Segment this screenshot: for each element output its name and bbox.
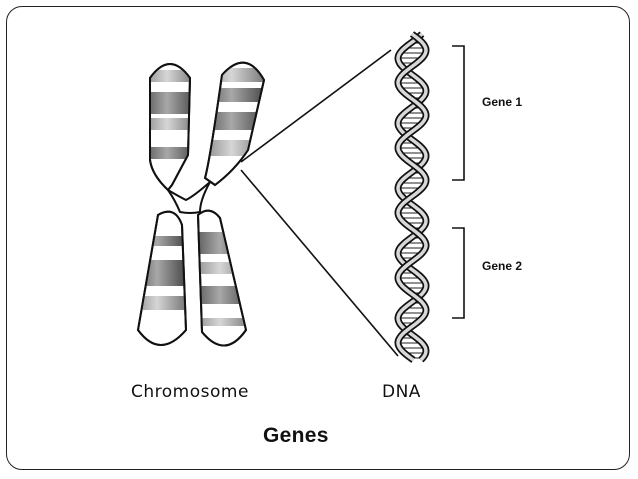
chromosome-arm-lower-right [196,209,248,347]
gene2-bracket [452,227,465,319]
chromosome-arm-upper-left [149,63,192,192]
zoom-line-top [240,49,392,163]
dna-label: DNA [382,382,421,402]
gene2-label: Gene 2 [482,259,523,273]
chromosome-label: Chromosome [131,382,249,402]
gene1-label: Gene 1 [482,95,523,109]
genes-title: Genes [263,424,329,447]
chromosome-centromere [167,181,211,214]
chromosome-arm-upper-right [203,61,266,187]
chromosome-arm-lower-left [136,210,188,346]
gene1-bracket [452,45,465,181]
zoom-line-bottom [240,169,399,357]
dna-strand-front [396,32,428,362]
chromosome [136,61,266,347]
dna-strand-back [396,32,428,362]
slide-frame [6,6,630,470]
dna-helix [394,31,430,363]
